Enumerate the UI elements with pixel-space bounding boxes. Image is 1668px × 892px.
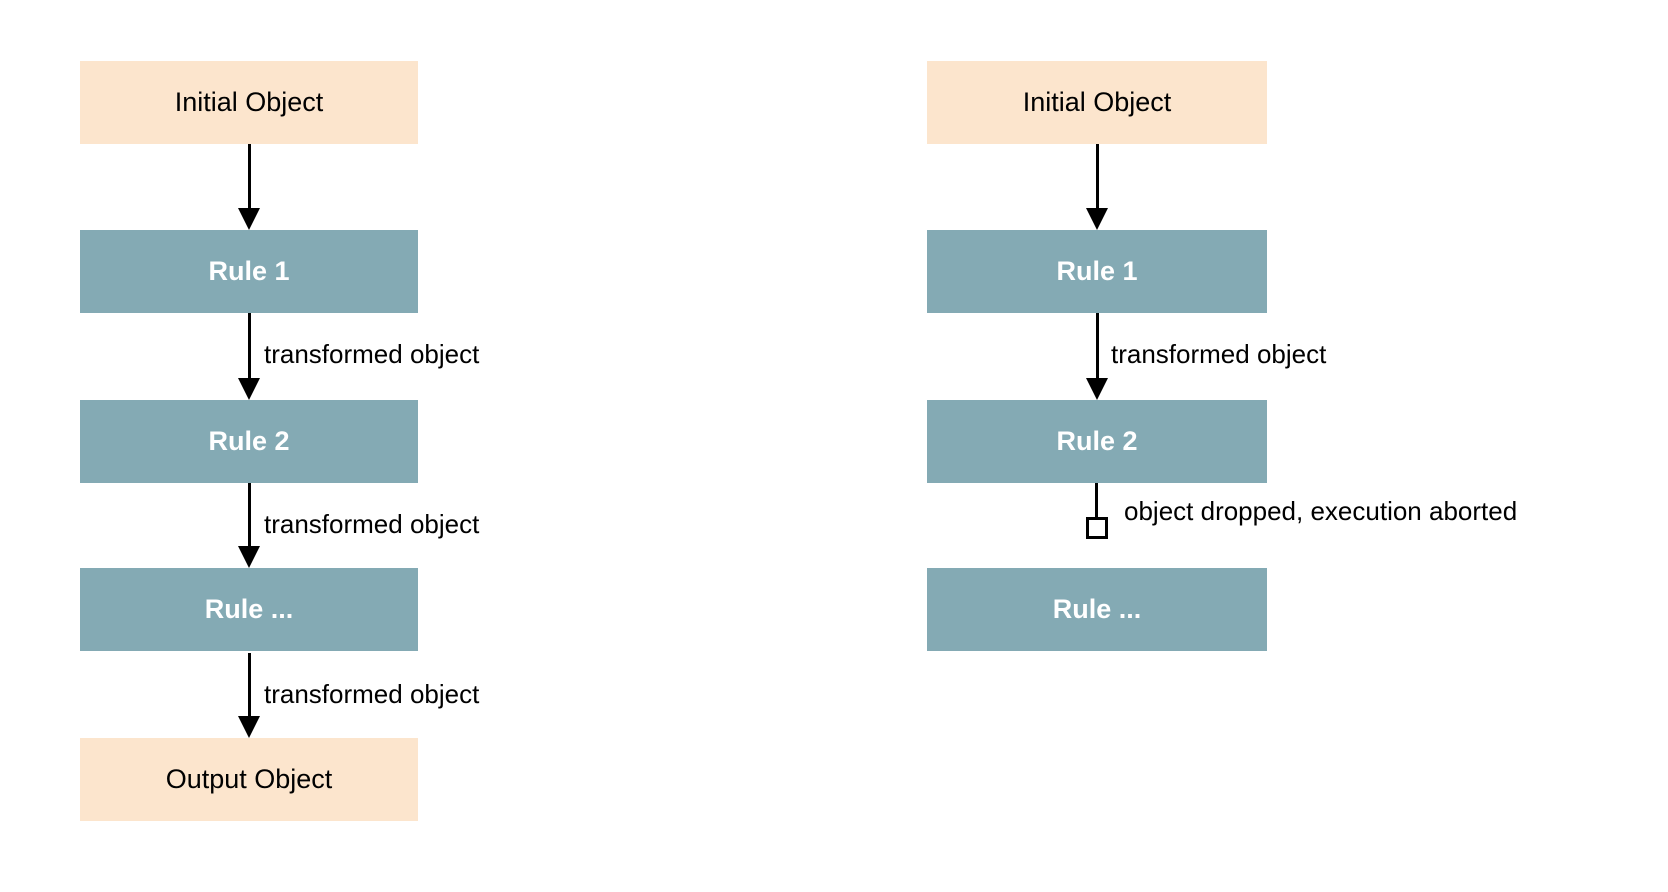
left-node-rule-ellipsis: Rule ... — [80, 568, 418, 651]
right-node-rule-2: Rule 2 — [927, 400, 1267, 483]
arrowhead-icon — [238, 716, 260, 738]
left-edge-1-label: transformed object — [264, 339, 480, 369]
left-edge-0-arrow — [238, 144, 260, 230]
arrow-shaft — [247, 144, 251, 212]
right-node-initial-object: Initial Object — [927, 61, 1267, 144]
left-edge-3-arrow — [238, 653, 260, 738]
arrow-shaft — [247, 313, 251, 382]
arrowhead-icon — [238, 208, 260, 230]
right-edge-2-label: object dropped, execution aborted — [1124, 496, 1518, 526]
left-edge-1-arrow — [238, 313, 260, 400]
arrow-shaft — [247, 483, 251, 550]
arrow-shaft — [1095, 144, 1099, 212]
right-edge-0-arrow — [1086, 144, 1108, 230]
left-node-initial-object: Initial Object — [80, 61, 418, 144]
left-node-output-object: Output Object — [80, 738, 418, 821]
arrow-shaft — [247, 653, 251, 720]
arrow-shaft — [1095, 313, 1099, 382]
left-edge-2-label: transformed object — [264, 509, 480, 539]
left-edge-3-label: transformed object — [264, 679, 480, 709]
arrowhead-icon — [1086, 208, 1108, 230]
drop-connector-shaft — [1095, 483, 1098, 517]
arrowhead-icon — [1086, 378, 1108, 400]
arrowhead-icon — [238, 378, 260, 400]
left-node-rule-1: Rule 1 — [80, 230, 418, 313]
left-edge-2-arrow — [238, 483, 260, 568]
right-edge-1-label: transformed object — [1111, 339, 1327, 369]
dropped-object-square-icon — [1086, 517, 1108, 539]
right-node-rule-ellipsis: Rule ... — [927, 568, 1267, 651]
left-node-rule-2: Rule 2 — [80, 400, 418, 483]
right-edge-1-arrow — [1086, 313, 1108, 400]
arrowhead-icon — [238, 546, 260, 568]
right-node-rule-1: Rule 1 — [927, 230, 1267, 313]
